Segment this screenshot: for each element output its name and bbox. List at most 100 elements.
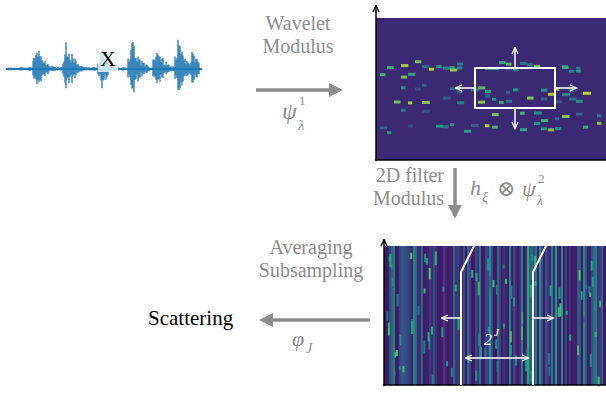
image-speck (429, 268, 431, 280)
image-speck (548, 353, 550, 365)
image-speck (393, 371, 395, 376)
image-stripe (497, 246, 499, 385)
spectral-dot (485, 124, 489, 127)
image-stripe (581, 246, 583, 385)
axis-line (375, 6, 377, 161)
waveform-stroke (193, 56, 194, 80)
spectral-dot (506, 63, 512, 66)
waveform-stroke (41, 60, 42, 76)
image-stripe (415, 246, 417, 385)
spectral-dot (555, 100, 562, 103)
image-stripe (543, 246, 545, 385)
spectral-dot (380, 126, 387, 129)
spectral-dot (429, 68, 434, 71)
image-speck (525, 358, 527, 371)
spectral-dot (450, 68, 457, 71)
image-stripe (583, 246, 585, 385)
image-stripe (605, 246, 606, 385)
image-speck (451, 368, 453, 377)
spectral-dot (569, 98, 577, 101)
image-stripe (579, 246, 581, 385)
image-speck (426, 258, 428, 265)
image-speck (595, 332, 597, 337)
image-stripe (485, 246, 487, 385)
image-stripe (417, 246, 419, 385)
image-speck (589, 293, 591, 297)
image-stripe (499, 246, 501, 385)
image-speck (530, 285, 532, 296)
image-stripe (403, 246, 405, 385)
image-stripe (553, 246, 555, 385)
image-speck (475, 273, 477, 281)
image-stripe (457, 246, 459, 385)
spectral-dot (541, 97, 547, 100)
math-operator: ⊗ (497, 176, 515, 201)
image-speck (396, 350, 398, 356)
image-stripe (523, 246, 525, 385)
output-label: Scattering (148, 306, 233, 330)
image-stripe (449, 246, 451, 385)
image-speck (475, 371, 477, 381)
image-stripe (387, 246, 389, 385)
image-speck (513, 298, 515, 307)
image-stripe (443, 246, 445, 385)
process-arrow (256, 88, 340, 92)
math-symbol: ψ (282, 98, 297, 126)
waveform-stroke (197, 62, 198, 74)
waveform-stroke (174, 57, 175, 79)
image-speck (531, 255, 533, 261)
image-stripe (529, 246, 531, 385)
spectral-dot (506, 91, 510, 94)
spectral-dot (415, 60, 421, 63)
spectral-dot (478, 101, 485, 104)
spectral-dot (457, 101, 464, 104)
axis-line (383, 240, 385, 386)
spectral-dot (555, 117, 559, 120)
image-stripe (431, 246, 433, 385)
spectral-dot (576, 113, 582, 116)
image-stripe (433, 246, 435, 385)
spectral-dot (597, 114, 601, 117)
spectral-dot (387, 66, 394, 69)
waveform-stroke (66, 56, 67, 78)
image-stripe (469, 246, 471, 385)
image-speck (424, 288, 426, 293)
spectral-dot (499, 101, 504, 104)
spectral-dot (576, 70, 581, 73)
spectral-dot (562, 93, 570, 96)
image-stripe (439, 246, 441, 385)
image-speck (432, 375, 434, 385)
image-stripe (603, 246, 605, 385)
image-stripe (515, 246, 517, 385)
spectral-dot (401, 86, 406, 89)
image-stripe (467, 246, 469, 385)
math-superscript: 1 (299, 94, 306, 109)
image-stripe (585, 246, 587, 385)
spectral-dot (541, 127, 547, 130)
image-stripe (429, 246, 431, 385)
spectral-dot (492, 126, 498, 129)
image-speck (559, 288, 561, 299)
image-speck (583, 316, 585, 322)
waveform-stroke (156, 53, 157, 83)
image-stripe (427, 246, 429, 385)
spectral-dot (534, 112, 542, 115)
waveform-stroke (179, 46, 180, 88)
math-subscript: J (306, 341, 312, 357)
image-speck (488, 327, 490, 331)
image-speck (496, 285, 498, 295)
image-stripe (595, 246, 597, 385)
math-subscript: ξ (482, 190, 488, 206)
image-speck (389, 254, 391, 267)
image-speck (493, 280, 495, 287)
image-stripe (447, 246, 449, 385)
image-stripe (547, 246, 549, 385)
image-speck (594, 301, 596, 310)
image-stripe (451, 246, 453, 385)
image-speck (386, 312, 388, 321)
spectral-dot (401, 76, 407, 79)
spectral-dot (513, 88, 518, 91)
image-stripe (597, 246, 599, 385)
spectrogram-dots (380, 60, 601, 134)
